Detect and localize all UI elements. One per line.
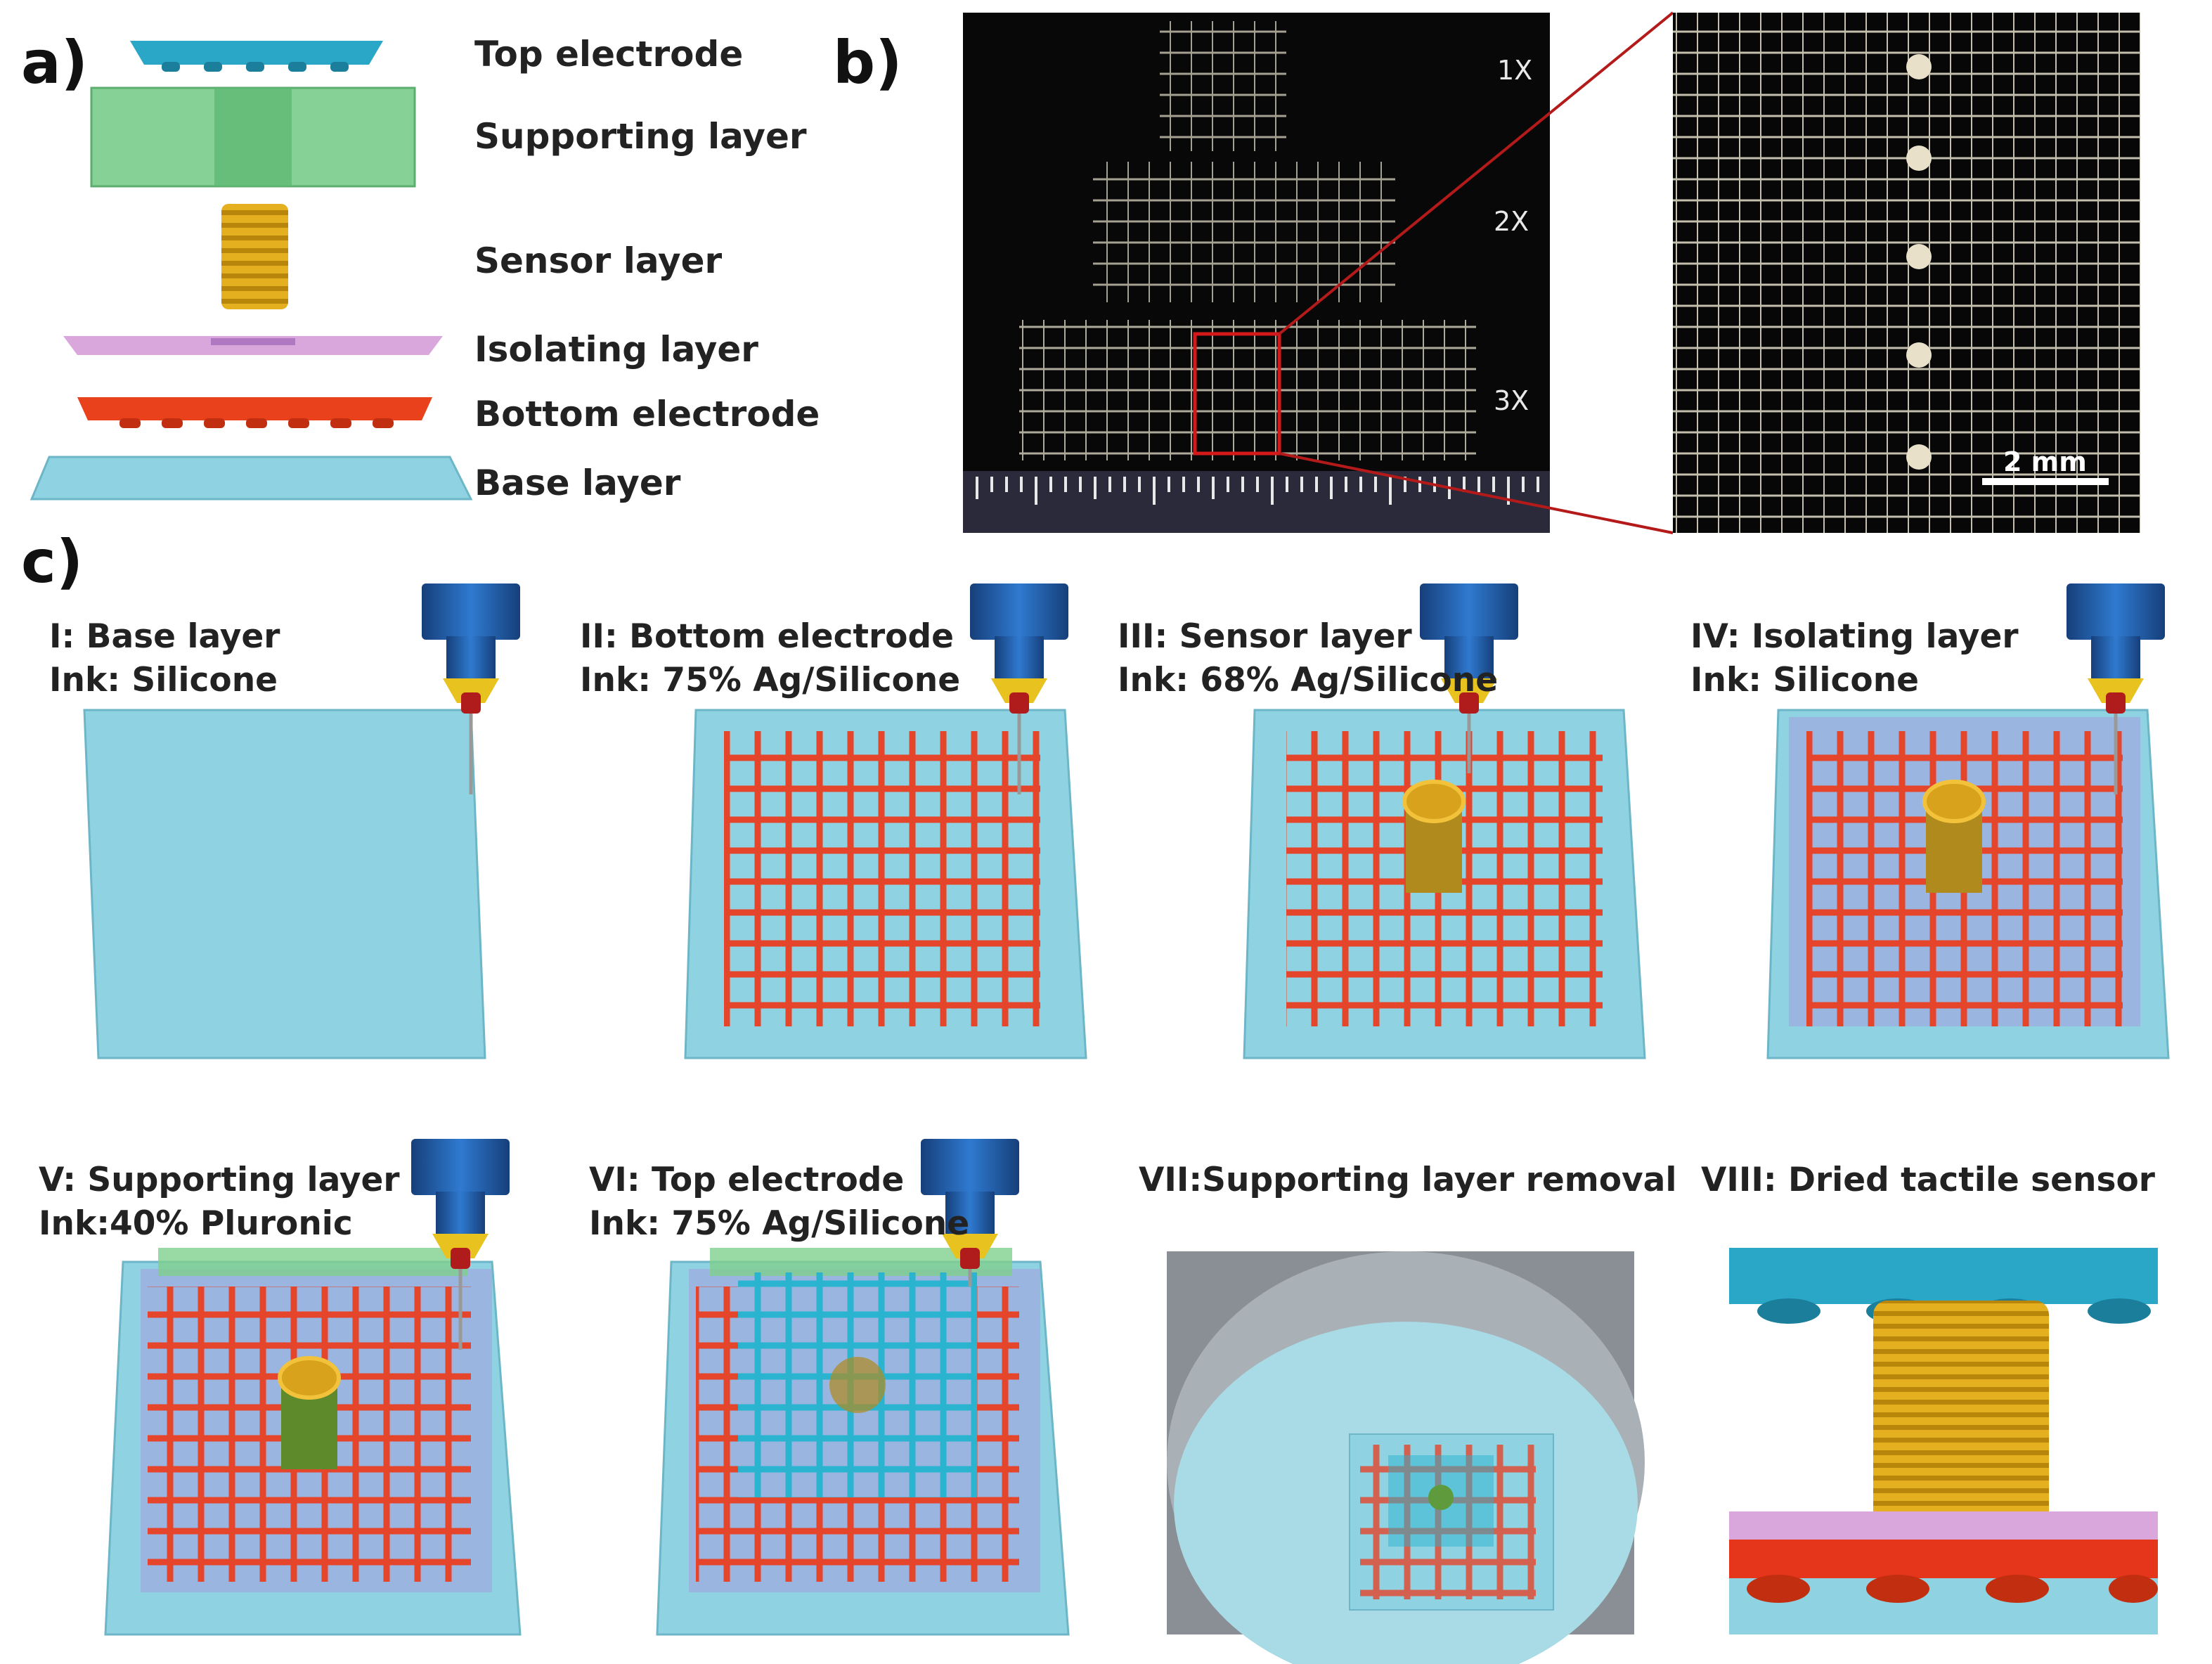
step-5-title: V: Supporting layer Ink:40% Pluronic: [39, 1159, 400, 1246]
step-6-title: VI: Top electrode Ink: 75% Ag/Silicone: [589, 1159, 969, 1246]
step-7-illustration: [1167, 1251, 1645, 1664]
panel-a-label: a): [21, 28, 89, 97]
panel-c-label: c): [21, 527, 84, 596]
step-6-illustration: [656, 1139, 1070, 1636]
step-7-name: VII:Supporting layer removal: [1139, 1161, 1677, 1199]
label-top-electrode: Top electrode: [474, 34, 744, 75]
step-4-illustration: [1766, 583, 2170, 1059]
step-2-title: II: Bottom electrode Ink: 75% Ag/Silicon…: [580, 615, 960, 702]
step-3-ink: Ink: 68% Ag/Silicone: [1118, 661, 1499, 699]
step-5-name: V: Supporting layer: [39, 1161, 400, 1199]
step-1-title: I: Base layer Ink: Silicone: [49, 615, 280, 702]
step-5-ink: Ink:40% Pluronic: [39, 1204, 353, 1243]
step-5-illustration: [104, 1139, 522, 1636]
step-3-title: III: Sensor layer Ink: 68% Ag/Silicone: [1118, 615, 1498, 702]
step-8-illustration: [1729, 1248, 2158, 1634]
step-2-ink: Ink: 75% Ag/Silicone: [580, 661, 961, 699]
scale-bar-label: 2 mm: [2003, 446, 2087, 477]
photo-stretch-series: [963, 11, 1674, 534]
step-3-name: III: Sensor layer: [1118, 617, 1412, 656]
step-1-illustration: [83, 583, 520, 1059]
label-sensor-layer: Sensor layer: [474, 240, 723, 281]
step-6-ink: Ink: 75% Ag/Silicone: [589, 1204, 970, 1243]
step-1-ink: Ink: Silicone: [49, 661, 278, 699]
step-4-name: IV: Isolating layer: [1690, 617, 2019, 656]
step-6-name: VI: Top electrode: [589, 1161, 905, 1199]
label-isolating-layer: Isolating layer: [474, 329, 758, 370]
step-4-title: IV: Isolating layer Ink: Silicone: [1690, 615, 2019, 702]
step-1-name: I: Base layer: [49, 617, 280, 656]
step-8-title: VIII: Dried tactile sensor: [1701, 1159, 2155, 1202]
step-2-illustration: [684, 583, 1087, 1059]
exploded-view: [30, 41, 473, 501]
step-4-ink: Ink: Silicone: [1690, 661, 1920, 699]
label-base-layer: Base layer: [474, 463, 681, 503]
step-3-illustration: [1243, 583, 1646, 1059]
magnification-2x: 2X: [1494, 206, 1529, 237]
step-7-title: VII:Supporting layer removal: [1139, 1159, 1676, 1202]
panel-b-label: b): [833, 28, 903, 97]
photo-zoom-detail: [1673, 13, 2140, 533]
step-2-name: II: Bottom electrode: [580, 617, 954, 656]
magnification-3x: 3X: [1494, 385, 1529, 416]
magnification-1x: 1X: [1497, 55, 1533, 86]
step-8-name: VIII: Dried tactile sensor: [1701, 1161, 2155, 1199]
label-bottom-electrode: Bottom electrode: [474, 394, 820, 434]
label-supporting-layer: Supporting layer: [474, 116, 807, 157]
